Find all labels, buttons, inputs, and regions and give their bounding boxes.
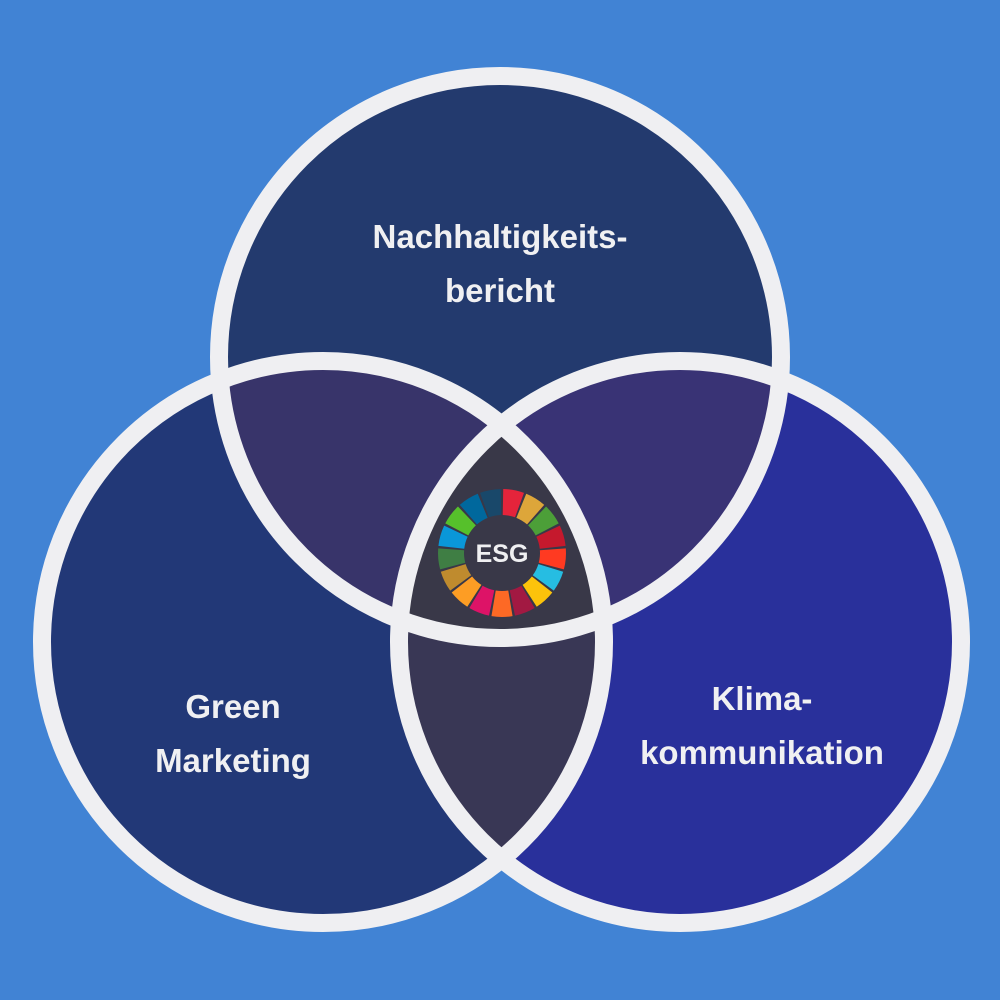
center-label: ESG [476, 540, 529, 568]
label-green-marketing: Green Marketing [155, 680, 311, 788]
sdg-segment [440, 564, 472, 591]
sdg-segment [502, 489, 524, 518]
sdg-segment [459, 493, 488, 525]
circle-borders [33, 67, 970, 932]
sdg-segment [509, 585, 535, 616]
sdg-segment [522, 576, 553, 607]
sdg-segment [516, 493, 545, 525]
label-line: bericht [444, 272, 556, 309]
sdg-segment [536, 525, 566, 549]
sdg-segment [437, 548, 466, 570]
sdg-segment [438, 525, 468, 549]
sdg-segment [532, 564, 564, 591]
label-nachhaltigkeitsbericht: Nachhaltigkeits- bericht [373, 210, 628, 318]
sdg-segment [445, 506, 476, 536]
sdg-wheel-icon [437, 489, 567, 617]
label-line: kommunikation [640, 734, 884, 771]
label-line: Klima- [711, 680, 813, 717]
sdg-segment [491, 590, 513, 617]
label-klimakommunikation: Klima- kommunikation [640, 672, 884, 780]
sdg-segment [469, 585, 495, 616]
sdg-segment [451, 576, 482, 607]
sdg-segment [480, 489, 502, 518]
sdg-segment [538, 548, 567, 570]
label-line: Nachhaltigkeits- [372, 218, 628, 255]
sdg-segment [528, 506, 559, 536]
label-line: Marketing [155, 742, 311, 779]
label-line: Green [185, 688, 281, 725]
